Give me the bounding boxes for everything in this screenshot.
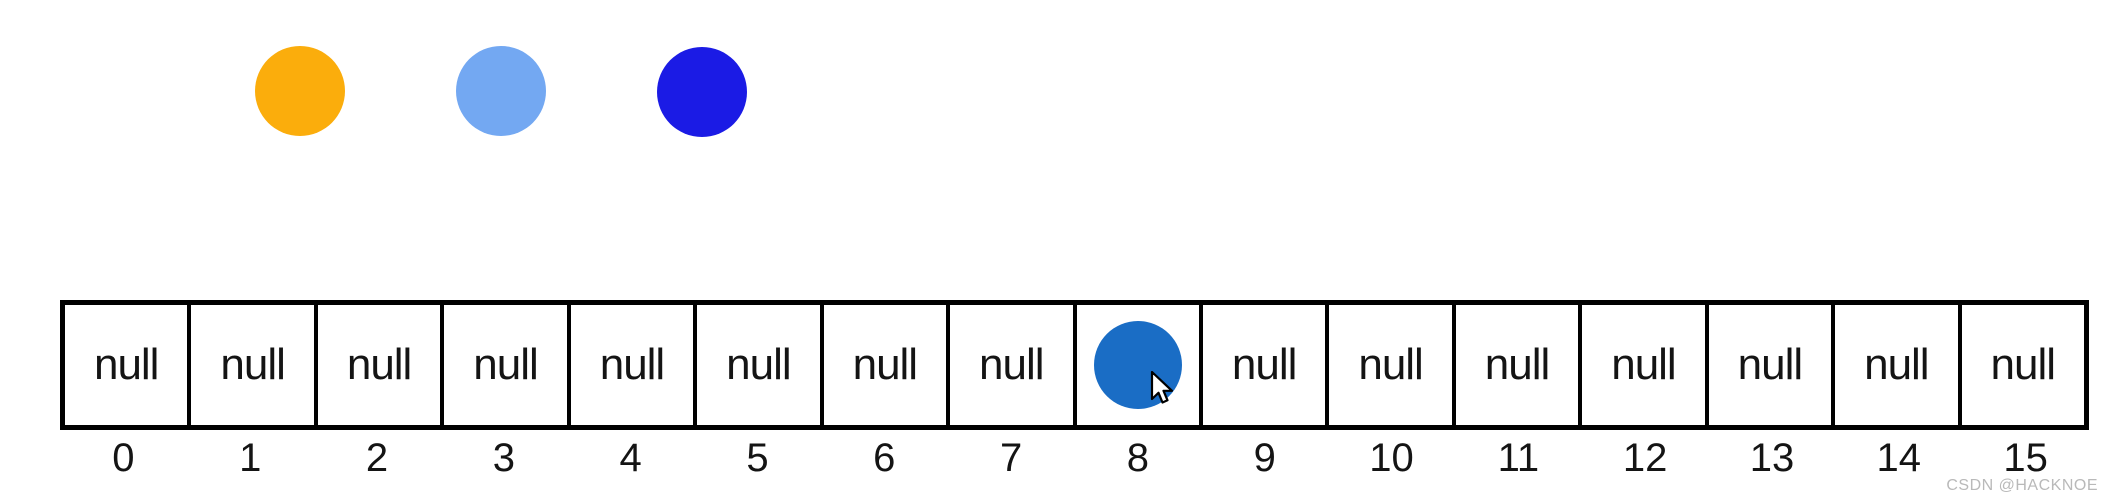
- cell-value: null: [852, 340, 918, 389]
- array-cell-2[interactable]: null: [317, 305, 445, 425]
- index-label-13: 13: [1749, 436, 1795, 480]
- cell-value: null: [1990, 340, 2056, 389]
- index-label-15: 15: [2003, 436, 2048, 480]
- cell-value: null: [1611, 340, 1676, 389]
- mouse-cursor-icon: [1150, 371, 1174, 404]
- array-cell-7[interactable]: null: [950, 305, 1077, 425]
- dark-blue-ball-circle[interactable]: [657, 47, 747, 137]
- index-label-10: 10: [1369, 436, 1414, 480]
- array-cell-3[interactable]: null: [444, 305, 571, 425]
- array-cell-0[interactable]: null: [65, 305, 192, 425]
- array-cell-5[interactable]: null: [697, 305, 824, 425]
- array-cell-8[interactable]: [1076, 305, 1203, 425]
- index-label-1: 1: [239, 436, 262, 480]
- cell-value: null: [1864, 340, 1929, 389]
- array-cell-11[interactable]: null: [1455, 305, 1583, 425]
- index-label-8: 8: [1126, 436, 1150, 480]
- cell-value: null: [220, 340, 285, 389]
- array-cell-14[interactable]: null: [1835, 305, 1962, 425]
- orange-ball-circle[interactable]: [255, 46, 345, 136]
- cell-value: null: [599, 340, 665, 389]
- array-cell-9[interactable]: null: [1202, 305, 1330, 425]
- stored-ball-circle[interactable]: [1093, 321, 1182, 409]
- array-cell-4[interactable]: null: [570, 305, 698, 425]
- cell-value: null: [93, 340, 159, 389]
- cell-value: null: [473, 340, 538, 389]
- array-cell-13[interactable]: null: [1708, 305, 1836, 425]
- index-label-3: 3: [492, 436, 515, 480]
- watermark: CSDN @HACKNOE: [1946, 477, 2098, 494]
- hash-array: null null null null null null null null null null…: [60, 300, 2089, 430]
- index-label-7: 7: [999, 436, 1023, 480]
- array-cell-6[interactable]: null: [823, 305, 951, 425]
- index-label-2: 2: [365, 436, 389, 480]
- light-blue-ball-circle[interactable]: [456, 46, 546, 136]
- cell-value: null: [1231, 340, 1297, 389]
- cell-value: null: [346, 340, 412, 389]
- cell-value: null: [1358, 340, 1423, 389]
- index-label-14: 14: [1876, 436, 1922, 480]
- index-label-9: 9: [1253, 436, 1276, 480]
- array-cell-1[interactable]: null: [191, 305, 318, 425]
- array-cell-15[interactable]: null: [1961, 305, 2084, 425]
- array-cell-10[interactable]: null: [1329, 305, 1456, 425]
- cell-value: null: [726, 340, 791, 389]
- cell-value: null: [979, 340, 1044, 389]
- cell-value: null: [1737, 340, 1803, 389]
- index-label-6: 6: [873, 436, 896, 480]
- cell-value: null: [1484, 340, 1550, 389]
- index-label-11: 11: [1497, 436, 1540, 480]
- index-label-5: 5: [746, 436, 769, 480]
- index-label-12: 12: [1622, 436, 1668, 480]
- index-label-4: 4: [619, 436, 642, 480]
- index-label-0: 0: [112, 436, 135, 480]
- array-cell-12[interactable]: null: [1582, 305, 1709, 425]
